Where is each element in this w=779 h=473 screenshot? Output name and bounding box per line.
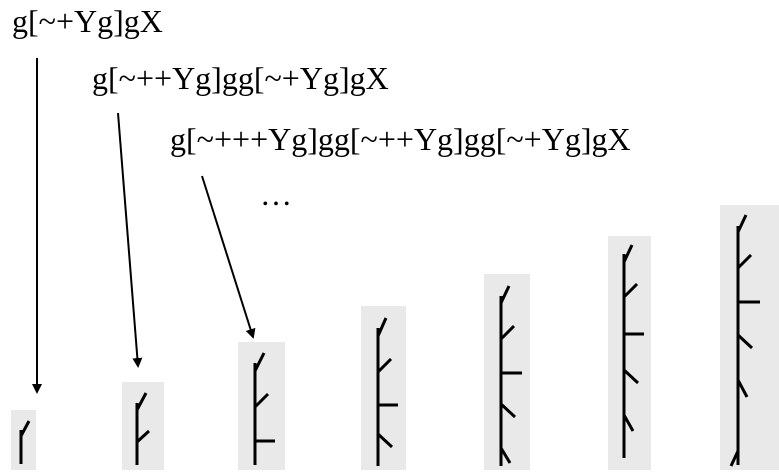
lsystem-string-gen2: g[~++Yg]gg[~+Yg]gX xyxy=(92,60,389,96)
plants-group xyxy=(11,205,779,470)
plant-gen3 xyxy=(238,342,285,470)
arrow-gen2 xyxy=(117,112,143,368)
plant-gen5 xyxy=(484,274,530,470)
plant-gen7 xyxy=(720,205,779,470)
arrow-gen3 xyxy=(201,175,256,339)
plant-gen2 xyxy=(122,382,164,470)
plant-gen1 xyxy=(11,410,36,470)
ellipsis: … xyxy=(260,176,292,212)
plant-gen4 xyxy=(361,306,406,470)
plant-gen6 xyxy=(608,236,651,470)
lsystem-string-gen1: g[~+Yg]gX xyxy=(12,3,163,39)
lsystem-string-gen3: g[~+++Yg]gg[~++Yg]gg[~+Yg]gX xyxy=(170,121,631,157)
